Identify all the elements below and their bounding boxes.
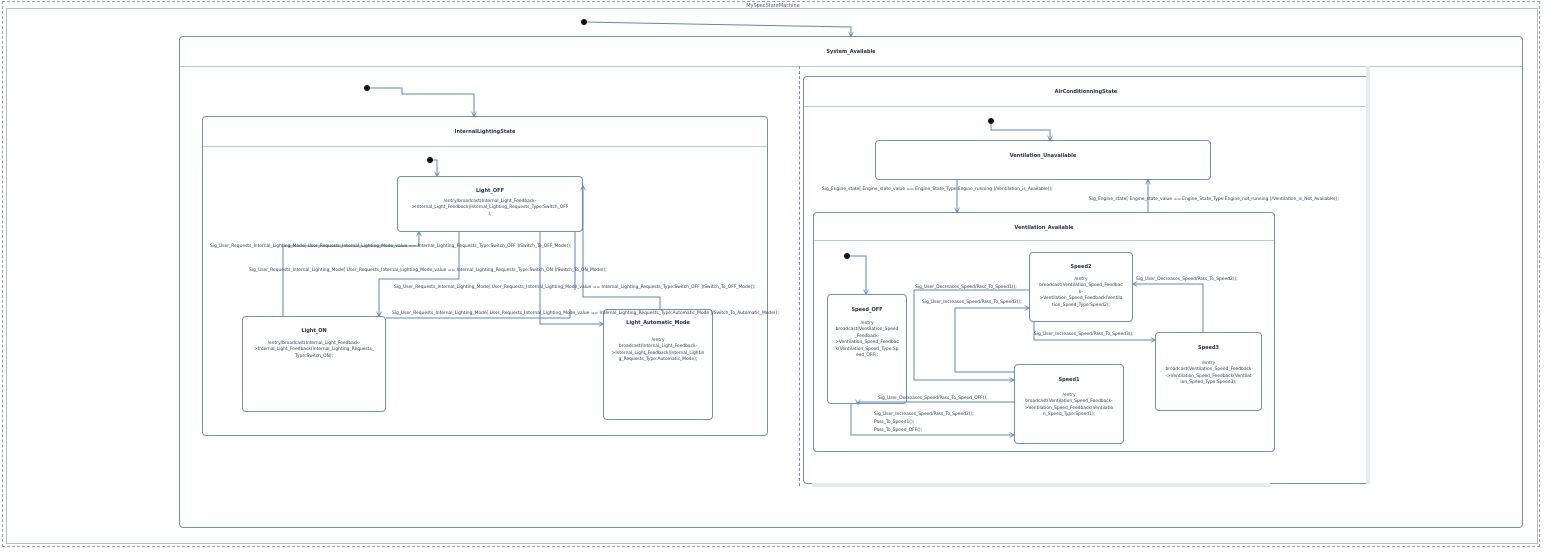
speed-off-initial-pseudostate	[844, 253, 850, 259]
state-speed-off[interactable]: Speed_OFF /entry broadcast(Ventilation_S…	[827, 294, 907, 404]
label-speed3-to-speed2: Sig_User_Decreases_Speed/Pass_To_Speed2(…	[1136, 277, 1238, 282]
state-light-off-title: Light_OFF	[475, 188, 504, 194]
state-light-automatic-body: /entry broadcast(Internal_Light_Feedback…	[611, 338, 705, 363]
label-speed1-to-speed2: Sig_User_Increases_Speed/Pass_To_Speed2(…	[922, 300, 1022, 305]
edge-off-to-on	[379, 232, 460, 316]
state-system-available-title: System_Available	[826, 49, 876, 55]
region-divider	[799, 66, 800, 486]
label-lighting-t2: Sig_User_Requests_Internal_Lighting_Mode…	[249, 268, 607, 273]
state-speed3-body: /entry broadcast(Ventilation_Speed_Feedb…	[1165, 361, 1252, 386]
state-light-on-body: /entry/broadcast(Internal_Light_Feedback…	[254, 341, 374, 359]
root-initial-pseudostate	[581, 19, 587, 25]
edge-speed2-to-speed3	[1033, 322, 1155, 340]
label-off-to-speed1-b: Pass_To_Speed1();	[874, 420, 915, 425]
aircon-horizontal-scrollbar[interactable]	[812, 483, 1270, 487]
state-system-available-separator	[180, 66, 1522, 67]
state-air-conditioning-title: AirConditionningState	[1054, 89, 1118, 95]
edge-off-to-speed1	[850, 404, 1014, 435]
state-ventilation-available-title: Ventilation_Available	[1014, 225, 1074, 231]
edge-auto-to-off	[583, 186, 661, 309]
edge-speed1-to-speed2	[954, 308, 1029, 373]
state-air-conditioning-separator	[804, 106, 1368, 107]
diagram-title: MySpecStateMachine	[746, 3, 800, 9]
label-lighting-t4: Sig_User_Requests_Internal_Lighting_Mode…	[392, 311, 779, 316]
state-internal-lighting-title: InternalLightingState	[454, 129, 516, 135]
state-light-automatic[interactable]: Light_Automatic_Mode /entry broadcast(In…	[603, 309, 713, 420]
state-light-off-body: /entry/broadcast(Internal_Light_Feedback…	[411, 199, 569, 217]
edge-speed3-to-speed2	[1133, 284, 1204, 332]
label-speed2-to-speed3: Sig_User_Increases_Speed/Pass_To_Speed3(…	[1034, 332, 1134, 337]
root-initial-edge	[583, 21, 851, 36]
state-speed1-title: Speed1	[1058, 377, 1080, 383]
lighting-initial-edge	[367, 87, 474, 116]
state-light-automatic-title: Light_Automatic_Mode	[626, 320, 690, 326]
state-light-on-title: Light_ON	[301, 328, 327, 334]
aircon-initial-edge	[990, 121, 1050, 140]
label-speed2-to-speed1: Sig_User_Decreases_Speed/Pass_To_Speed1(…	[915, 285, 1017, 290]
state-internal-lighting-separator	[203, 146, 767, 147]
state-speed2-body: /entry broadcast(Ventilation_Speed_Feedb…	[1039, 277, 1123, 308]
label-off-to-speed1-a: Sig_User_Increases_Speed/Pass_To_Speed2(…	[874, 412, 974, 417]
state-speed-off-title: Speed_OFF	[851, 307, 883, 313]
state-speed1[interactable]: Speed1 /entry broadcast(Ventilation_Spee…	[1014, 364, 1124, 444]
state-speed2[interactable]: Speed2 /entry broadcast(Ventilation_Spee…	[1029, 252, 1133, 322]
speed-off-initial-edge	[847, 255, 866, 294]
state-light-off[interactable]: Light_OFF /entry/broadcast(Internal_Ligh…	[397, 176, 583, 232]
state-speed3-title: Speed3	[1197, 345, 1220, 351]
light-off-initial-pseudostate	[427, 157, 433, 163]
state-speed2-title: Speed2	[1070, 264, 1092, 270]
label-lighting-t1: Sig_User_Requests_Internal_Lighting_Mode…	[210, 244, 572, 249]
label-off-to-speed1-c: Pass_To_Speed_OFF();	[874, 428, 923, 433]
state-speed1-body: /entry broadcast(Ventilation_Speed_Feedb…	[1024, 393, 1114, 418]
state-speed3[interactable]: Speed3 /entry broadcast(Ventilation_Spee…	[1155, 332, 1262, 411]
edge-speed2-to-speed1	[913, 289, 1029, 380]
label-to-unavailable: Sig_Engine_state[ Engine_state_value == …	[1089, 197, 1339, 202]
state-speed-off-body: /entry broadcast(Ventilation_Speed _Feed…	[835, 321, 899, 359]
aircon-vertical-scrollbar[interactable]	[1366, 66, 1370, 484]
edge-on-to-off	[282, 232, 419, 316]
edge-on-to-auto	[386, 309, 571, 319]
label-to-available: Sig_Engine_state[ Engine_state_value == …	[822, 187, 1053, 192]
lighting-initial-pseudostate	[364, 85, 370, 91]
edge-speed1-to-off	[858, 402, 1014, 404]
state-ventilation-unavailable[interactable]: Ventilation_Unavailable	[875, 140, 1211, 180]
aircon-initial-pseudostate	[988, 118, 994, 124]
diagram-inner-frame	[6, 8, 1538, 544]
edge-off-to-auto	[539, 232, 603, 324]
state-ventilation-available-separator	[814, 240, 1274, 241]
state-ventilation-unavailable-title: Ventilation_Unavailable	[1009, 153, 1077, 159]
label-lighting-t3: Sig_User_Requests_Internal_Lighting_Mode…	[394, 285, 756, 290]
label-speed1-to-off: Sig_User_Decreases_Speed/Pass_To_Speed_O…	[878, 396, 988, 401]
state-light-on[interactable]: Light_ON /entry/broadcast(Internal_Light…	[242, 316, 386, 412]
